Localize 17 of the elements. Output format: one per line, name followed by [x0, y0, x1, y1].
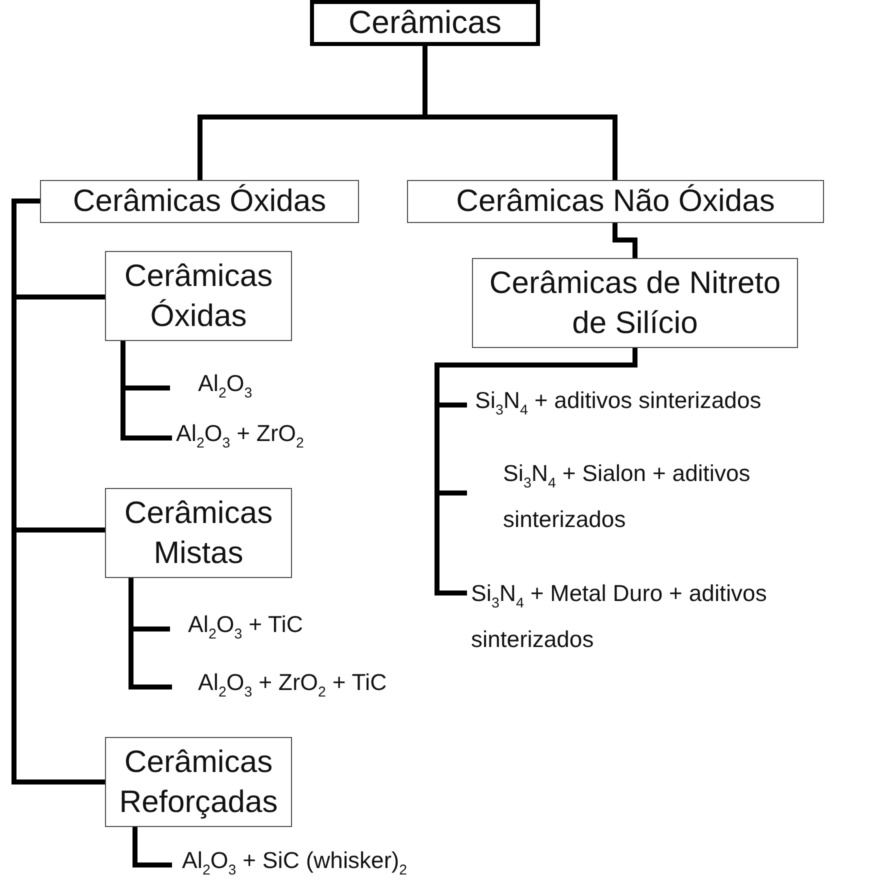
connector-line [612, 223, 638, 258]
category-box: Cerâmicas Óxidas [40, 180, 359, 223]
material-label: Al$_{2}$O$_{3}$ + SiC (whisker)$_{2}$ [172, 847, 462, 883]
material-label: Al$_{2}$O$_{3}$ [170, 370, 310, 406]
connector-line [132, 827, 172, 868]
material-label: Si$_{3}$N$_{4}$ + aditivos sinterizados [467, 387, 892, 423]
category-box: Cerâmicas Mistas [105, 488, 292, 578]
root-category-box: Cerâmicas [310, 0, 540, 46]
category-box: Cerâmicas Reforçadas [105, 737, 292, 827]
material-label: Si$_{3}$N$_{4}$ + Metal Duro + aditivos sinterizados [467, 575, 892, 651]
material-label: Al$_{2}$O$_{3}$ + TiC [170, 611, 360, 647]
category-box: Cerâmicas Óxidas [105, 251, 292, 341]
category-box: Cerâmicas de Nitreto de Silício [472, 258, 798, 348]
material-label: Si$_{3}$N$_{4}$ + Sialon + aditivos sinterizados [467, 455, 857, 531]
material-label: Al$_{2}$O$_{3}$ + ZrO$_{2}$ [172, 420, 382, 456]
material-label: Al$_{2}$O$_{3}$ + ZrO$_{2}$ + TiC [172, 669, 442, 705]
category-box: Cerâmicas Não Óxidas [407, 180, 824, 223]
